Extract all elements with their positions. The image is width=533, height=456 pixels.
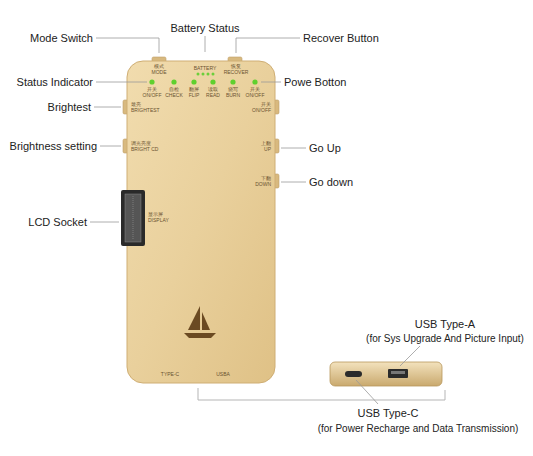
device-marking: 调光亮度: [131, 141, 151, 147]
device-marking: 显示屏: [148, 212, 163, 218]
callout-label: (for Sys Upgrade And Picture Input): [366, 333, 524, 344]
device-marking: 恢复: [231, 64, 241, 70]
device-marking: 下翻: [261, 176, 271, 182]
device-marking: 模式: [154, 64, 164, 70]
callout-label: LCD Socket: [28, 216, 87, 228]
device-marking: 烧写: [228, 87, 238, 93]
device-marking: DOWN: [255, 182, 271, 188]
device-marking: 开关: [261, 102, 271, 108]
device-marking: BRIGHT CD: [131, 147, 158, 153]
device-marking: 上翻: [261, 141, 271, 147]
device-marking: 最亮: [131, 102, 141, 108]
callout-label: (for Power Recharge and Data Transmissio…: [318, 423, 519, 434]
device-marking: BRIGHTEST: [131, 108, 160, 114]
device-marking: 翻屏: [189, 87, 199, 93]
callout-label: Status Indicator: [17, 76, 93, 88]
callout-label: USB Type-C: [358, 407, 419, 419]
device-marking: MODE: [152, 70, 167, 76]
device-marking: UP: [264, 147, 271, 153]
device-marking: USBA: [216, 372, 230, 378]
device-marking: 自检: [169, 87, 179, 93]
device-marking: 读取: [208, 87, 218, 93]
device-marking: RECOVER: [224, 70, 249, 76]
device-marking: 开关: [250, 87, 260, 93]
callout-label: Brightest: [48, 101, 91, 113]
device-marking: DISPLAY: [148, 218, 169, 224]
device-marking: TYPE-C: [161, 372, 179, 378]
device-marking: BATTERY: [194, 66, 217, 72]
callout-label: Brightness setting: [10, 140, 97, 152]
device-marking: 开关: [147, 87, 157, 93]
callout-label: USB Type-A: [415, 318, 475, 330]
device-marking: ON/OFF: [143, 93, 162, 99]
device-marking: BURN: [226, 93, 240, 99]
callout-label: Recover Button: [303, 32, 379, 44]
callout-label: Battery Status: [170, 22, 239, 34]
callout-label: Go Up: [309, 142, 341, 154]
callout-label: Go down: [309, 176, 353, 188]
device-marking: FLIP: [189, 93, 200, 99]
callout-label: Powe Botton: [284, 76, 346, 88]
device-marking: ON/OFF: [246, 93, 265, 99]
device-marking: CHECK: [165, 93, 183, 99]
device-marking: ON/OFF: [252, 108, 271, 114]
device-marking: READ: [206, 93, 220, 99]
callout-label: Mode Switch: [30, 32, 93, 44]
